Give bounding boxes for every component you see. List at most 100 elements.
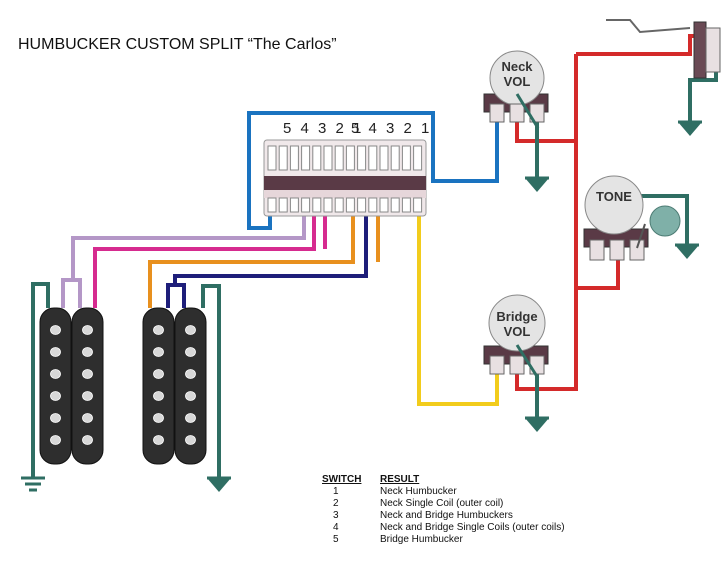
table-row-switch: 4: [333, 522, 339, 533]
wire-orange: [148, 210, 355, 308]
switch-lug: [301, 145, 311, 171]
ground-symbol: [525, 178, 549, 192]
neck-vol-wiper: [515, 93, 540, 129]
switch-lug: [357, 145, 367, 171]
pole-piece: [185, 391, 196, 401]
switch-numbers-left: 5 4 3 2 1: [283, 120, 364, 137]
pole-piece: [50, 347, 61, 357]
pole-piece: [185, 369, 196, 379]
switch-lug: [379, 145, 389, 171]
wire-red-neck-vol: [515, 118, 576, 143]
pole-piece: [185, 347, 196, 357]
table-row-switch: 2: [333, 498, 339, 509]
pole-piece: [153, 413, 164, 423]
neck-humbucker: [39, 307, 104, 465]
pole-piece: [50, 369, 61, 379]
bridge-vol-wiper: [515, 344, 540, 379]
switch-lug: [368, 197, 378, 213]
table-header-result: RESULT: [380, 474, 420, 485]
table-row-result: Bridge Humbucker: [380, 534, 463, 545]
pole-piece: [82, 413, 93, 423]
table-row-result: Neck and Bridge Humbuckers: [380, 510, 513, 521]
switch-lug: [267, 197, 277, 213]
switch-tabs-top: [267, 145, 423, 171]
table-row-result: Neck and Bridge Single Coils (outer coil…: [380, 522, 565, 533]
switch-lug: [323, 145, 333, 171]
table-row-result: Neck Single Coil (outer coil): [380, 498, 504, 509]
ground-symbols: [21, 120, 702, 492]
pole-piece: [153, 369, 164, 379]
output-jack: [606, 19, 721, 79]
pole-piece: [50, 435, 61, 445]
switch-lug: [334, 145, 344, 171]
switch-lug: [390, 145, 400, 171]
ground-symbol: [678, 122, 702, 136]
pole-piece: [153, 325, 164, 335]
switch-lug: [390, 197, 400, 213]
switch-lug: [301, 197, 311, 213]
tone-capacitor: [636, 205, 681, 249]
switch-lug: [379, 197, 389, 213]
bridge-vol-pot: [483, 294, 549, 375]
table-header-switch: SWITCH: [322, 474, 362, 485]
switch-lug: [345, 145, 355, 171]
wire-green-neck-ground: [31, 282, 50, 478]
pole-piece: [50, 325, 61, 335]
ground-symbol: [525, 418, 549, 432]
wire-navy: [166, 210, 368, 308]
wire-yellow: [417, 210, 499, 406]
switch-lug: [345, 197, 355, 213]
neck-vol-pot: [483, 50, 549, 123]
switch-lug: [278, 145, 288, 171]
switch-lug: [357, 197, 367, 213]
table-row-switch: 3: [333, 510, 339, 521]
pole-piece: [153, 347, 164, 357]
bridge-humbucker: [142, 307, 207, 465]
table-row-switch: 1: [333, 486, 339, 497]
pole-piece: [82, 369, 93, 379]
tone-label: TONE: [596, 189, 632, 204]
wire-green-bridge-ground: [201, 284, 221, 478]
wire-blue: [247, 111, 499, 230]
switch-lug: [267, 145, 277, 171]
switch-lug: [289, 145, 299, 171]
wire-red-tone: [576, 258, 620, 290]
switch-lug: [312, 197, 322, 213]
switch-lug: [401, 197, 411, 213]
pole-piece: [82, 325, 93, 335]
switch-lug: [323, 197, 333, 213]
pole-piece: [185, 325, 196, 335]
wire-navy-2: [175, 283, 186, 308]
pole-piece: [82, 391, 93, 401]
table-row-result: Neck Humbucker: [380, 486, 457, 497]
switch-lug: [278, 197, 288, 213]
wire-lavender-2: [73, 278, 82, 308]
tone-pot: [583, 175, 649, 261]
table-row-switch: 5: [333, 534, 339, 545]
switch-tabs-bottom: [267, 197, 423, 213]
pole-piece: [185, 435, 196, 445]
pole-piece: [153, 435, 164, 445]
pole-pieces: [50, 325, 196, 445]
switch-lug: [289, 197, 299, 213]
switch-lug: [312, 145, 322, 171]
pole-piece: [185, 413, 196, 423]
switch-numbers-right: 5 4 3 2 1: [351, 120, 432, 137]
switch-lug: [368, 145, 378, 171]
pole-piece: [50, 391, 61, 401]
diagram-title: HUMBUCKER CUSTOM SPLIT “The Carlos”: [18, 36, 337, 53]
pole-piece: [153, 391, 164, 401]
switch-lug: [413, 145, 423, 171]
wire-red-jack: [576, 34, 700, 56]
switch-lug: [413, 197, 423, 213]
pole-piece: [82, 347, 93, 357]
wire-green-tone: [640, 194, 689, 245]
pole-piece: [50, 413, 61, 423]
switch-lug: [401, 145, 411, 171]
wire-lavender: [61, 210, 306, 308]
wire-red-vertical: [515, 54, 578, 391]
switch-lug: [334, 197, 344, 213]
